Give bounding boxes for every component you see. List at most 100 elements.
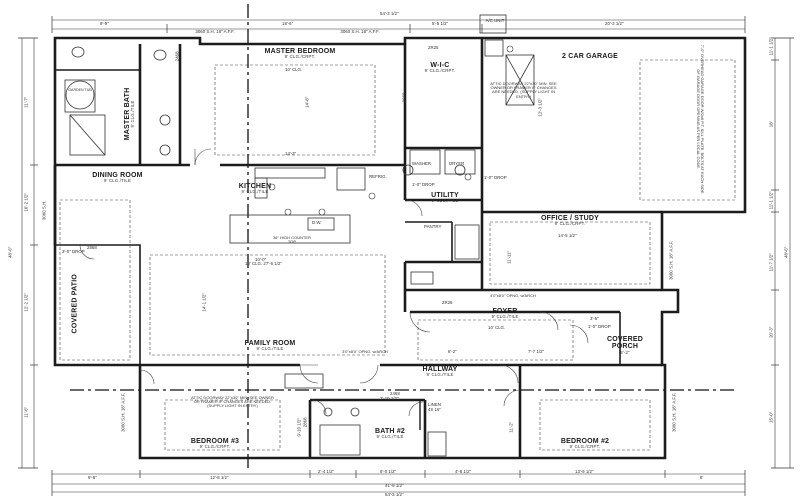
dining-name: DINING ROOM — [92, 172, 143, 179]
bedroom3-ceiling: 9' CLG./CRPT. — [199, 444, 231, 450]
dim-util-drop: 1'-0" DROP — [412, 182, 435, 187]
ceiling-outlines — [59, 59, 736, 451]
office-name: OFFICE / STUDY — [540, 215, 600, 222]
office-ceiling: 9' CLG./CRPT. — [554, 221, 586, 227]
door-swings — [79, 148, 589, 417]
family-name: FAMILY ROOM — [244, 340, 296, 347]
utility-ceiling: 9' CLG./TILE — [431, 198, 459, 204]
foyer-ceiling: 9' CLG./TILE — [491, 314, 519, 320]
dim-bottom-7: 8' — [700, 475, 704, 480]
ac-unit-label: A/C UNIT — [485, 18, 505, 23]
wic-name: W-I-C — [430, 62, 450, 69]
window-office: 3060 S.H. 18" A.F.F. — [668, 240, 674, 280]
covered-porch-name: COVERED — [606, 336, 644, 343]
dim-right-4: 11'-7 1/2" — [768, 253, 774, 272]
family-ceiling: 9' CLG./TILE — [256, 346, 284, 352]
garage-door-note: 7'-0" OVERHEAD GARAGE DOOR W/2x6 P.T. SI… — [696, 44, 706, 194]
dim-top-2: 18'-6" — [282, 21, 294, 26]
room-bath2: BATH #2 9' CLG./TILE — [365, 428, 415, 440]
garage-name: 2 CAR GARAGE — [561, 53, 619, 60]
linen-name: LINEN — [428, 402, 441, 407]
dim-left-4: 11'-6" — [23, 406, 29, 418]
garden-tub-label: GARDEN TUB — [68, 88, 92, 92]
dim-bed3: 9'-10 1/2" — [296, 418, 302, 437]
kitchen-name: KITCHEN — [238, 183, 272, 190]
refrig-label: REFRIG. — [369, 174, 387, 179]
linen-label: LINEN 4S 16" — [428, 402, 441, 412]
door-tag-4: 2R25 — [442, 300, 453, 305]
dim-bottom-overall: 54'-3 1/2" — [385, 492, 404, 497]
window-dining: 3060 S.H. — [41, 200, 47, 221]
room-kitchen: KITCHEN 9' CLG./TILE — [225, 183, 285, 195]
room-covered-patio: COVERED PATIO — [71, 269, 78, 339]
covered-porch-dim: 8'-2" — [620, 349, 630, 355]
dryer-label: DRYER — [449, 161, 465, 166]
dim-bottom-2: 12'-8 1/2" — [210, 475, 229, 480]
dim-bottom-5: 4'-8 1/2" — [455, 469, 472, 474]
dim-left-1: 11'-7" — [23, 96, 29, 108]
room-utility: UTILITY 9' CLG./TILE — [415, 192, 475, 204]
washer-label: WASHER — [412, 161, 432, 166]
dim-office: 14'-5 1/2" — [558, 233, 577, 238]
master-bedroom-clg: 10' CLG. — [285, 67, 303, 72]
family-clg: 10' CLG. 27'-6 1/2" — [245, 261, 282, 266]
dim-mb-width: 14'-3" — [285, 151, 297, 156]
room-foyer: FOYER 9' CLG./TILE — [480, 308, 530, 320]
room-garage: 2 CAR GARAGE — [540, 53, 640, 60]
hallway-name: HALLWAY — [422, 366, 458, 373]
room-family: FAMILY ROOM 9' CLG./TILE — [220, 340, 320, 352]
room-bedroom2: BEDROOM #2 9' CLG./CRPT. — [545, 438, 625, 450]
dim-right-5: 20'-3" — [768, 326, 774, 338]
callout-markers — [268, 45, 514, 216]
utility-name: UTILITY — [431, 192, 459, 199]
bath2-name: BATH #2 — [374, 428, 406, 435]
garage-attic-note: ATTIC DOORWAY 22"x30" MIN. SEE OWNER OR … — [490, 81, 557, 99]
dim-family: 14'-1 1/2" — [201, 293, 207, 312]
kitchen-ceiling: 9' CLG./TILE — [241, 189, 269, 195]
dim-garage: 12'-3 1/2" — [537, 98, 543, 117]
bath2-ceiling: 9' CLG./TILE — [376, 434, 404, 440]
room-master-bath: MASTER BATH 9' CLG./TILE — [124, 74, 136, 154]
dim-left-3: 12'-2 1/2" — [23, 293, 29, 312]
window-mb-left: 3060 S.H. 18" A.F.F. — [195, 29, 235, 34]
master-bedroom-name: MASTER BEDROOM — [264, 48, 336, 55]
room-master-bedroom: MASTER BEDROOM 9' CLG./CRPT. — [245, 48, 355, 60]
dim-top-4: 20'-3 1/2" — [605, 21, 624, 26]
dim-porch-drop: 1'-0" DROP — [588, 324, 611, 329]
room-bedroom3: BEDROOM #3 9' CLG./CRPT. — [175, 438, 255, 450]
kitchen-island — [229, 214, 351, 244]
dim-garage-drop: 1'-0" DROP — [484, 175, 507, 180]
window-bed2: 3060 S.H. 18" A.F.F. — [671, 392, 677, 432]
dim-foyer-2: 7'-7 1/2" — [528, 349, 545, 354]
garden-tub — [65, 80, 95, 110]
dim-porch: 3'-5" — [590, 316, 599, 321]
door-tag-6: 2868 — [302, 417, 308, 428]
bedroom3-name: BEDROOM #3 — [190, 438, 240, 445]
pantry-label: PANTRY — [424, 224, 442, 229]
dining-ceiling: 9' CLG./TILE — [103, 178, 132, 184]
door-tag-3: 2668 — [401, 92, 407, 103]
dim-patio-drop: 3'-0" DROP — [62, 249, 85, 254]
master-bedroom-ceiling: 9' CLG./CRPT. — [284, 54, 316, 60]
door-tag-1: 2868 — [87, 245, 97, 250]
linen-shelves: 4S 16" — [428, 406, 441, 412]
dim-left-overall: 48'-6" — [7, 246, 13, 258]
room-dining: DINING ROOM 9' CLG./TILE — [70, 172, 165, 184]
dim-bottom-1: 9'-8" — [88, 475, 97, 480]
dw-label: D.W. — [312, 220, 322, 225]
master-toilet — [153, 49, 167, 61]
bedroom2-ceiling: 9' CLG./CRPT. — [569, 444, 601, 450]
master-bath-ceiling: 9' CLG./TILE — [130, 100, 136, 128]
room-hallway: HALLWAY 9' CLG./TILE — [410, 366, 470, 378]
dim-right-3: 11'-1 1/2" — [768, 191, 774, 210]
dim-right-2: 18' — [768, 121, 774, 128]
dim-top-3: 5'-5 1/2" — [432, 21, 449, 26]
room-wic: W-I-C 9' CLG./CRPT. — [405, 62, 475, 74]
walls — [53, 36, 747, 460]
family-opening-note: 3'0"x8'0" OPNG. w/ARCH — [342, 349, 388, 354]
dim-bottom-6: 13'-9 1/2" — [575, 469, 594, 474]
dim-right-1: 11'-1 1/2" — [768, 37, 774, 56]
window-bed3: 3060 S.H. 18" A.F.F. — [120, 392, 126, 432]
door-tag-2: 2468 — [174, 51, 180, 62]
